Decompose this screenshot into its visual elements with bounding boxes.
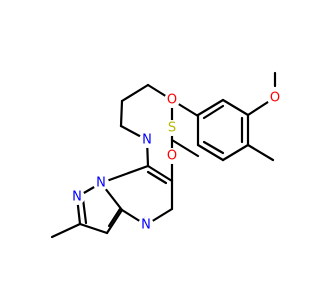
nitrogen-atom-label-pyrazole-2: N — [93, 175, 109, 191]
bond — [221, 143, 250, 162]
molecule-svg: O S O O N N N N — [50, 71, 283, 239]
nitrogen-atom-label-pyrimidine: N — [138, 217, 154, 233]
bond — [146, 164, 174, 183]
oxygen-atom-label-sulfonyl-top: O — [164, 92, 180, 108]
svg-text:O: O — [167, 149, 177, 164]
bond — [146, 170, 168, 185]
bond — [107, 207, 122, 228]
bond — [78, 222, 109, 235]
molecule-structure-diagram: O S O O N N N N — [50, 71, 283, 239]
svg-text:N: N — [72, 190, 82, 205]
svg-text:N: N — [96, 176, 106, 191]
oxygen-atom-label-methoxy: O — [267, 90, 283, 106]
bond — [196, 143, 225, 162]
bond — [119, 99, 124, 128]
oxygen-atom-label-sulfonyl-bottom: O — [164, 148, 180, 164]
bond — [120, 83, 150, 103]
bond — [202, 104, 225, 120]
bond — [221, 98, 250, 117]
svg-text:O: O — [167, 93, 177, 108]
nitrogen-atom-label-piperidine: N — [139, 132, 155, 148]
bond — [246, 143, 275, 162]
bond — [202, 140, 225, 155]
bond — [50, 222, 82, 239]
bond — [196, 98, 225, 117]
nitrogen-atom-label-pyrazole-1: N — [69, 189, 85, 205]
svg-text:N: N — [142, 133, 152, 148]
bond — [170, 138, 200, 158]
svg-text:O: O — [270, 91, 280, 106]
sulfur-atom-label: S — [164, 120, 180, 136]
svg-text:N: N — [141, 218, 151, 233]
bond — [105, 208, 124, 235]
bond — [99, 164, 150, 185]
svg-text:S: S — [168, 121, 176, 136]
bond — [246, 100, 270, 117]
bond — [81, 197, 88, 225]
